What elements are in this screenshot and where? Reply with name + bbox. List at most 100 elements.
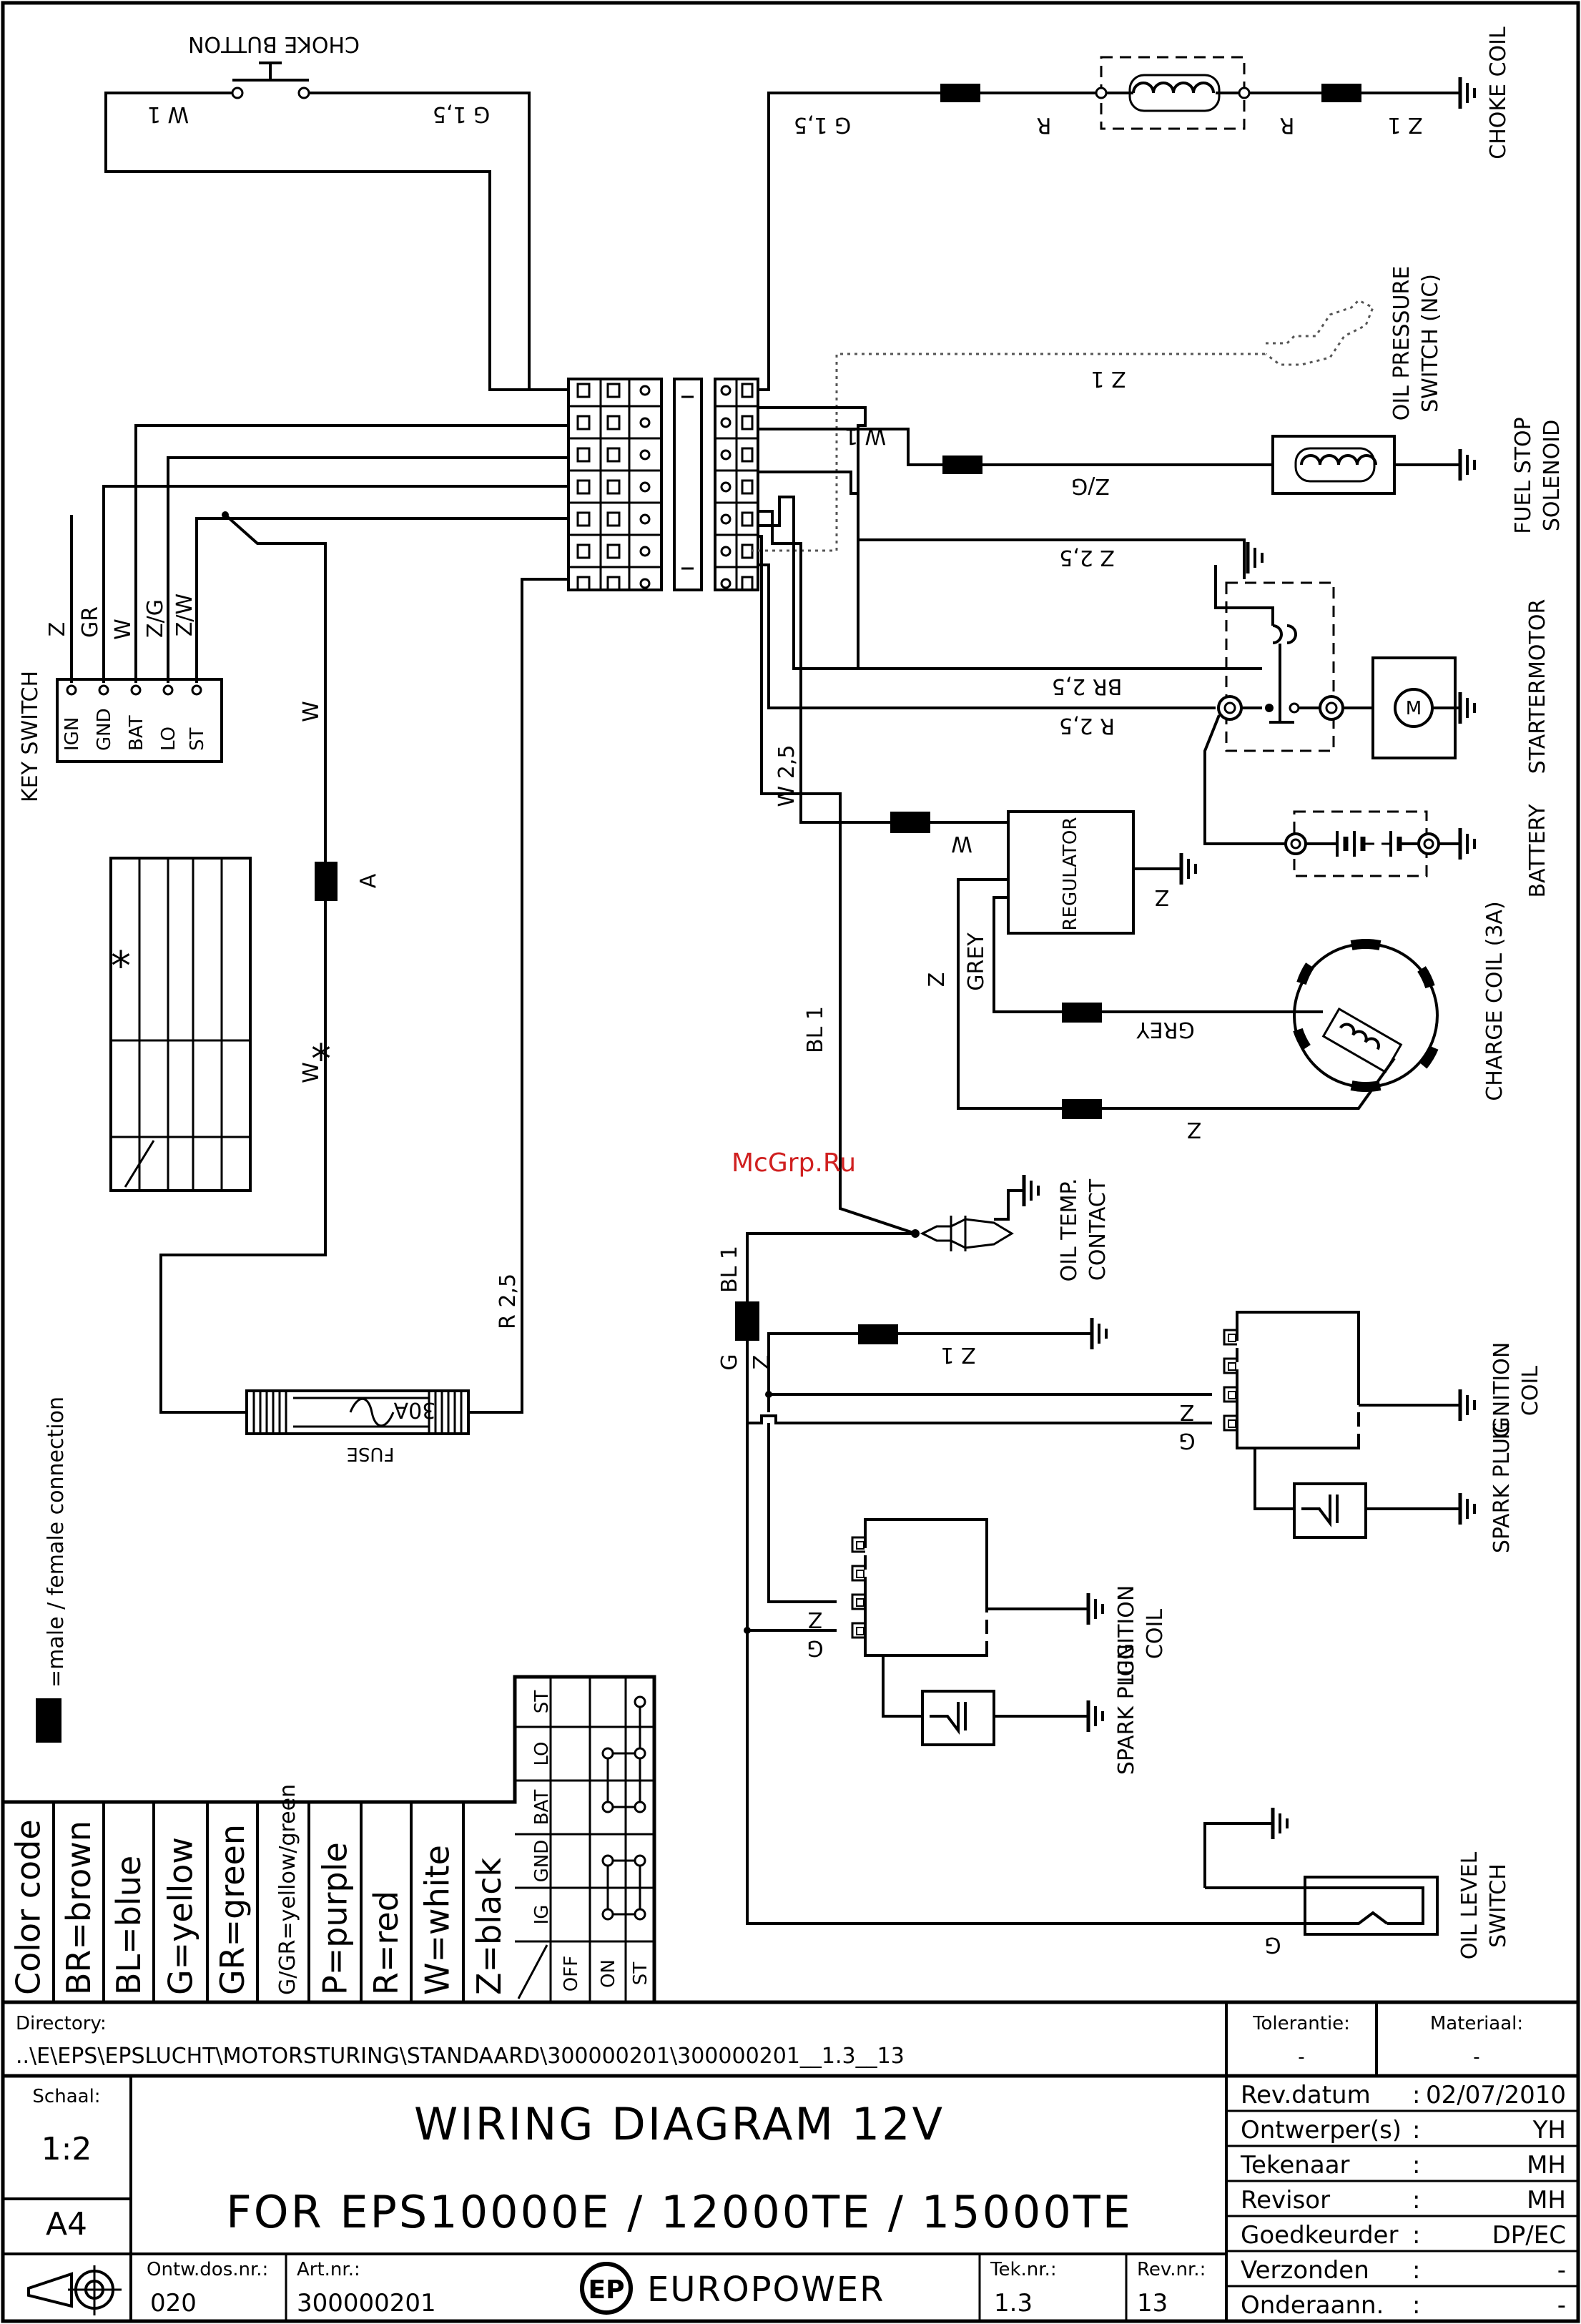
ign-coil-2-label-2: COIL <box>1143 1609 1168 1659</box>
wire-label-r25-fuse: R 2,5 <box>496 1274 521 1329</box>
tek-value: 1.3 <box>994 2289 1033 2318</box>
coil-pin <box>851 1593 865 1610</box>
switch-contact <box>634 1695 646 1708</box>
terminal-pin <box>576 383 591 398</box>
ontw-value: 020 <box>150 2289 197 2318</box>
switch-col-gnd: GND <box>531 1840 553 1883</box>
company-name: EUROPOWER <box>647 2270 885 2310</box>
switch-row-on: ON <box>598 1959 619 1988</box>
coil-pin <box>1223 1386 1237 1403</box>
color-code-entry: BL=blue <box>109 1856 148 1995</box>
key-pin-label-ign: IGN <box>61 717 83 751</box>
rev-value: MH <box>1527 2186 1566 2215</box>
terminal-pin <box>576 447 591 463</box>
oil-pressure-label-2: SWITCH (NC) <box>1418 274 1443 413</box>
projection-symbol <box>27 2265 122 2315</box>
wire-label-bl1-b: BL 1 <box>717 1246 742 1293</box>
terminal-screw <box>639 417 651 428</box>
rev-label: Revisor <box>1241 2186 1330 2215</box>
switch-contact <box>634 1747 646 1760</box>
key-switch-pin <box>162 684 174 696</box>
terminal-block <box>567 378 759 591</box>
switch-contact <box>601 1854 614 1867</box>
terminal-pin <box>741 511 754 527</box>
coil-pin <box>851 1536 865 1553</box>
switch-col-st: ST <box>531 1690 553 1714</box>
choke-coil-circuit: CHOKE COIL G 1,5 R R Z 1 <box>758 26 1511 391</box>
rev-label: Rev.datum <box>1241 2081 1371 2109</box>
wire-label-z1-ign: Z 1 <box>940 1342 975 1367</box>
fuel-stop-label-2: SOLENOID <box>1540 420 1565 531</box>
rev-sep: : <box>1412 2186 1420 2215</box>
fuse-rating: 30A <box>393 1397 435 1422</box>
color-code-entry: W=white <box>418 1845 457 1995</box>
terminal-pin <box>606 447 621 463</box>
terminal-pin <box>606 511 621 527</box>
oil-temp-label-2: CONTACT <box>1085 1178 1110 1281</box>
terminal-pin <box>606 543 621 559</box>
wire-label-z-v: Z <box>749 1355 774 1370</box>
switch-contact <box>601 1908 614 1921</box>
wire-label-w1-term: W 1 <box>844 423 886 448</box>
terminal-screw <box>639 513 651 525</box>
fuse-label: FUSE <box>347 1443 395 1464</box>
rev-label: Goedkeurder <box>1241 2221 1398 2250</box>
wire-label-g-v: G <box>717 1354 742 1370</box>
revnr-label: Rev.nr.: <box>1137 2259 1206 2280</box>
rev-label: Ontwerper(s) <box>1241 2116 1402 2145</box>
rev-label: Tekenaar <box>1240 2151 1350 2180</box>
coil-pin <box>1223 1414 1237 1432</box>
switch-contact <box>634 1908 646 1921</box>
key-switch-pin <box>66 684 77 696</box>
terminal-pin <box>576 576 591 591</box>
terminal-pin <box>741 543 754 559</box>
wire-label-g-ig2: G <box>807 1635 823 1660</box>
key-switch-pin <box>130 684 142 696</box>
choke-button: CHOKE BUTTON W 1 G 1,5 <box>104 31 568 391</box>
terminal-pin <box>741 479 754 495</box>
starter-motor: Z 2,5 BR 2,5 R 2,5 M STARTERMOTOR <box>758 406 1550 774</box>
drawing-title-1: WIRING DIAGRAM 12V <box>414 2098 945 2150</box>
rev-value: - <box>1557 2256 1566 2285</box>
terminal-screw <box>720 546 732 557</box>
rev-sep: : <box>1412 2221 1420 2250</box>
color-code-entry: P=purple <box>316 1842 355 1995</box>
wire-label-g15-right: G 1,5 <box>794 112 852 137</box>
schaal-label: Schaal: <box>32 2086 100 2107</box>
directory-path: ..\E\EPS\EPSLUCHT\MOTORSTURING\STANDAARD… <box>16 2044 905 2069</box>
coil-pin <box>1223 1357 1237 1374</box>
terminal-pin <box>606 383 621 398</box>
terminal-pin <box>606 415 621 430</box>
drawing-title-2: FOR EPS10000E / 12000TE / 15000TE <box>226 2186 1133 2238</box>
wire-label-g-oil: G <box>1264 1932 1281 1957</box>
wire-label-z-ig2: Z <box>808 1607 823 1632</box>
terminal-pin <box>741 415 754 430</box>
wire-label-z-reg: Z <box>1155 885 1170 910</box>
wire-label-bl1-a: BL 1 <box>803 1006 828 1053</box>
oil-level-label-1: OIL LEVEL <box>1457 1851 1482 1959</box>
oil-level-switch: G OIL LEVEL SWITCH <box>1203 1808 1511 1959</box>
ks-wire-gr: GR <box>78 606 103 638</box>
key-pin-label-st: ST <box>187 727 208 751</box>
color-code-entry: R=red <box>367 1891 405 1995</box>
wire-label-z-ig1: Z <box>1180 1399 1195 1424</box>
regulator-label: REGULATOR <box>1060 817 1081 931</box>
terminal-screw <box>720 481 732 493</box>
terminal-pin <box>576 415 591 430</box>
key-pin-label-gnd: GND <box>94 708 115 751</box>
terminal-pin <box>606 576 621 591</box>
color-code-entry: G=yellow <box>162 1837 200 1995</box>
wire-label-r-b: R <box>1280 112 1295 137</box>
switch-contact <box>634 1801 646 1813</box>
terminal-pin <box>576 543 591 559</box>
key-switch-pin <box>191 684 202 696</box>
rev-sep: : <box>1412 2291 1420 2320</box>
switch-col-ig: IG <box>531 1905 553 1925</box>
wire-label-z1-oilp: Z 1 <box>1090 366 1126 391</box>
coil-pin <box>1223 1329 1237 1346</box>
ign-coil-1-label-2: COIL <box>1518 1366 1543 1416</box>
ign-coil-1-label-1: IGNITION <box>1489 1342 1514 1440</box>
